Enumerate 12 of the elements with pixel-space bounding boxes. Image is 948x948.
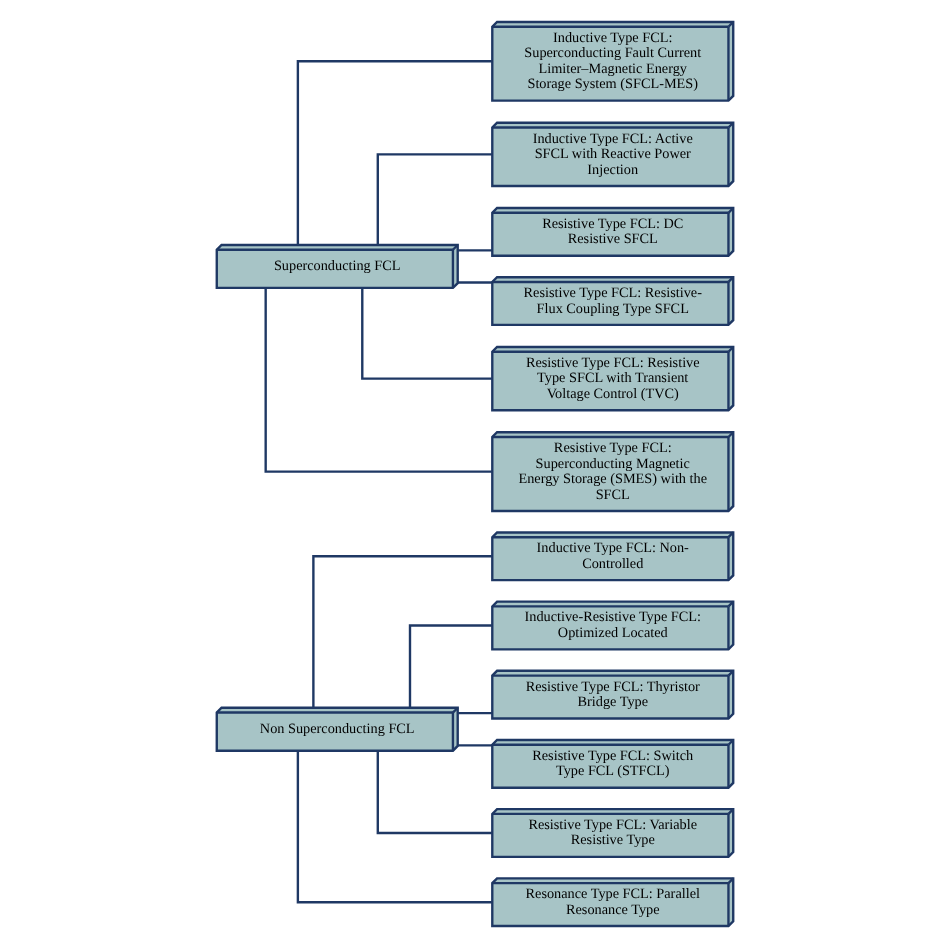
connector <box>360 288 492 380</box>
connector <box>407 624 491 708</box>
connector <box>295 60 491 245</box>
connector <box>375 153 492 245</box>
connector <box>457 281 492 284</box>
connector <box>375 750 492 835</box>
connector <box>311 555 492 708</box>
connector <box>457 744 492 747</box>
connector <box>457 249 492 252</box>
connector <box>457 711 492 715</box>
connector <box>263 288 491 473</box>
connector <box>295 750 491 904</box>
